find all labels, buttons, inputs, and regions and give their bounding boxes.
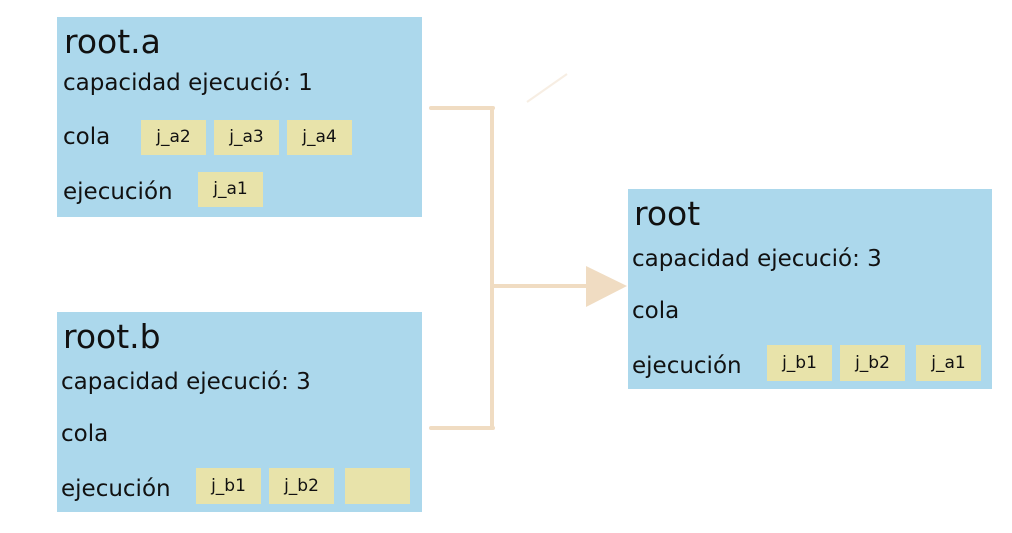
capacity-label: capacidad ejecució: 1 (63, 70, 313, 96)
running-label: ejecución (632, 353, 742, 379)
node-root-b: root.b capacidad ejecució: 3 cola ejecuc… (57, 312, 422, 512)
node-title: root.b (63, 317, 161, 356)
running-label: ejecución (63, 179, 173, 205)
capacity-label: capacidad ejecució: 3 (61, 369, 311, 395)
job-chip-empty (345, 468, 410, 504)
running-label: ejecución (61, 476, 171, 502)
job-chip: j_b2 (269, 468, 334, 504)
job-chip: j_b1 (196, 468, 261, 504)
job-chip: j_a3 (214, 120, 279, 155)
job-chip: j_b1 (767, 345, 832, 381)
arrow-head (586, 266, 627, 307)
queue-label: cola (61, 421, 109, 447)
node-title: root (634, 194, 701, 233)
job-chip: j_a1 (916, 345, 981, 381)
job-chip: j_a2 (141, 120, 206, 155)
faint-stroke (526, 73, 568, 103)
node-root-a: root.a capacidad ejecució: 1 cola j_a2 j… (57, 17, 422, 217)
job-chip: j_a1 (198, 172, 263, 207)
node-root: root capacidad ejecució: 3 cola ejecució… (628, 189, 992, 389)
node-title: root.a (64, 22, 161, 61)
job-chip: j_b2 (840, 345, 905, 381)
queue-label: cola (632, 298, 680, 324)
job-chip: j_a4 (287, 120, 352, 155)
queue-label: cola (63, 124, 111, 150)
capacity-label: capacidad ejecució: 3 (632, 246, 882, 272)
